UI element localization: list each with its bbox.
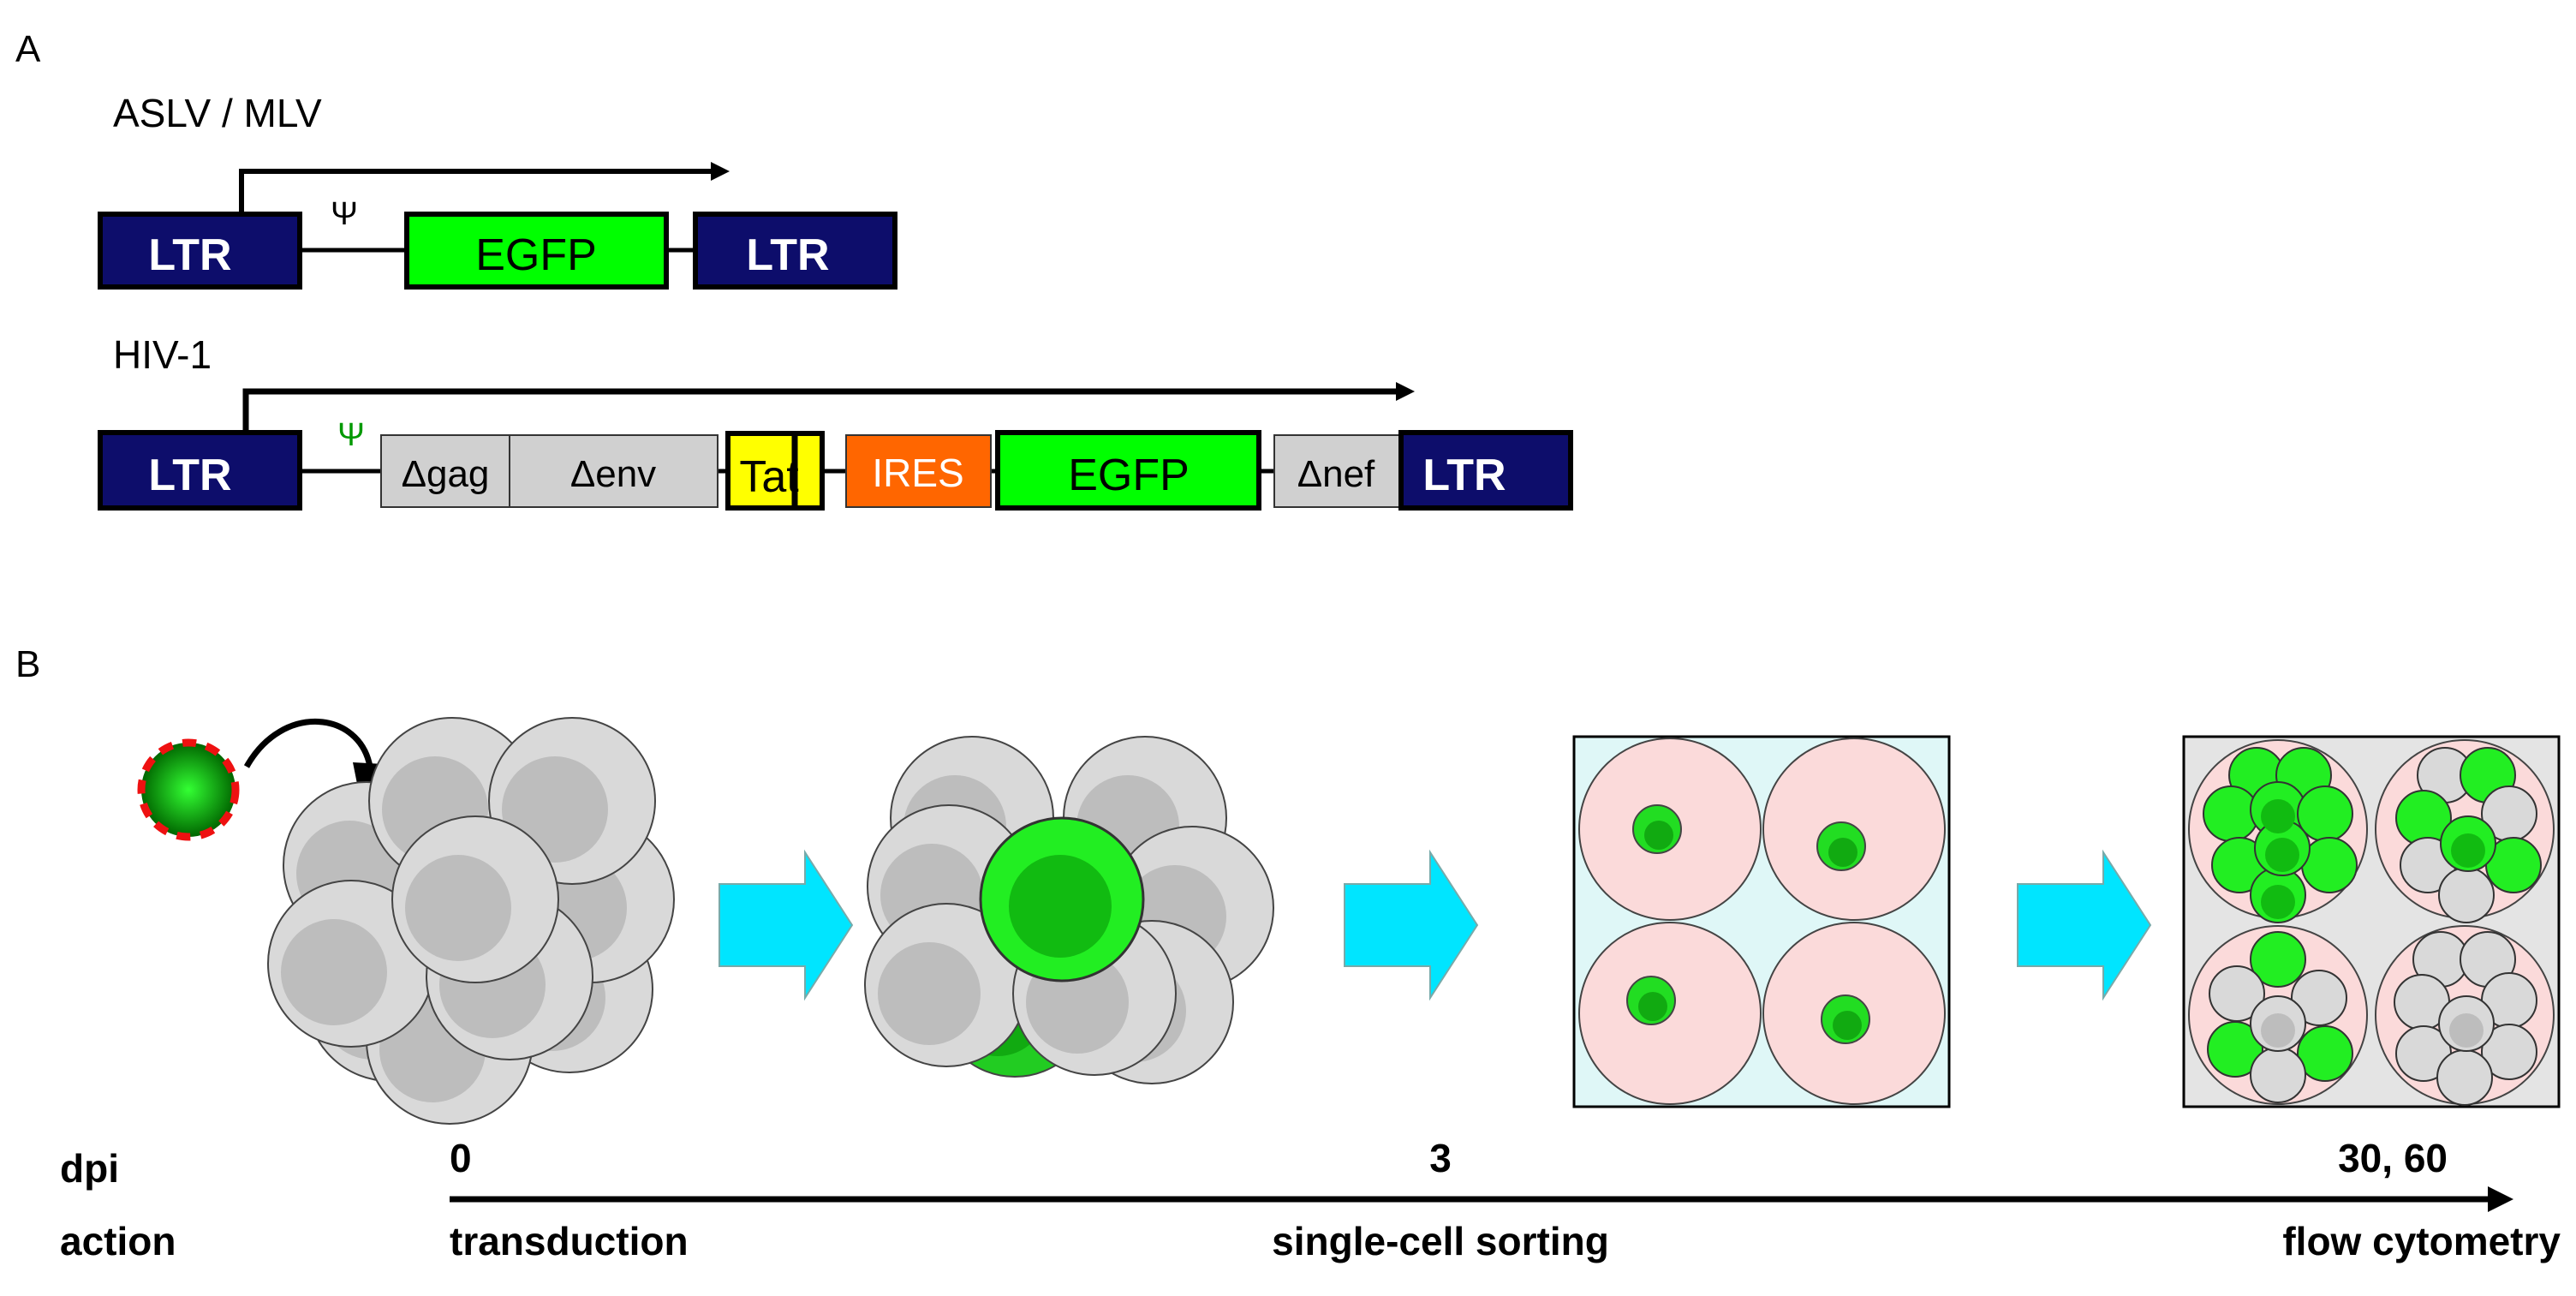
egfp-label: EGFP	[475, 230, 597, 280]
action-flow-cytometry: flow cytometry	[2282, 1219, 2561, 1263]
gag-box	[380, 434, 510, 508]
virus-icon	[137, 738, 240, 841]
dpi-value-30-60: 30, 60	[2338, 1136, 2448, 1180]
cell	[391, 815, 559, 983]
infection-arrow	[243, 719, 373, 768]
timeline-arrowhead	[2488, 1186, 2513, 1212]
panel-b-label: B	[15, 643, 40, 685]
env-box	[509, 434, 719, 508]
ltr-right-label: LTR	[746, 230, 829, 280]
dpi-value-0: 0	[450, 1136, 472, 1180]
construct-hiv1-title: HIV-1	[113, 332, 212, 377]
ltr-left-label: LTR	[148, 230, 231, 280]
well-clone-green	[2188, 739, 2368, 923]
action-single-cell-sorting: single-cell sorting	[1272, 1219, 1609, 1263]
nef-label: Δnef	[1297, 453, 1375, 495]
well-clone-grey	[2375, 925, 2555, 1106]
ltr-left-box	[98, 430, 302, 511]
egfp-box	[404, 212, 669, 290]
ltr-left-label: LTR	[148, 451, 231, 500]
well-clone-mixed	[2188, 925, 2368, 1105]
transcript-arrow-hiv1	[242, 388, 1404, 433]
well-single-cell	[1762, 738, 1946, 921]
construct-hiv1: HIV-1 Ψ LTR Δgag Δenv Tat IRES EGFP Δnef…	[98, 332, 1573, 511]
cell	[267, 880, 435, 1048]
tat-box	[725, 431, 825, 511]
construct-aslv-mlv-title: ASLV / MLV	[113, 91, 322, 135]
tat-label: Tat	[739, 452, 799, 502]
cell-cluster-untransduced	[267, 717, 675, 1125]
ltr-right-label: LTR	[1422, 451, 1506, 500]
action-label: action	[60, 1219, 176, 1263]
psi-symbol: Ψ	[331, 196, 358, 232]
env-label: Δenv	[570, 453, 656, 495]
dpi-label: dpi	[60, 1146, 119, 1191]
process-arrow	[719, 849, 854, 1001]
action-transduction: transduction	[450, 1219, 689, 1263]
egfp-box	[995, 430, 1261, 511]
ltr-right-box	[693, 212, 897, 290]
construct-aslv-mlv: ASLV / MLV Ψ LTR EGFP LTR	[98, 91, 897, 290]
transcript-arrowhead-hiv1	[1396, 382, 1415, 401]
egfp-label: EGFP	[1068, 451, 1190, 500]
transcript-arrowhead-aslv	[711, 162, 730, 181]
well-single-cell	[1578, 738, 1762, 921]
ltr-right-box	[1398, 430, 1573, 511]
well-single-cell	[1762, 922, 1946, 1105]
psi-symbol: Ψ	[337, 417, 365, 453]
cell-transduced	[979, 816, 1145, 982]
dpi-value-3: 3	[1429, 1136, 1452, 1180]
process-arrow	[2017, 849, 2152, 1001]
cell-cluster-transduced	[864, 736, 1274, 1084]
panel-a-label: A	[15, 28, 41, 70]
timeline: dpi action 0 3 30, 60 transduction singl…	[60, 1136, 2561, 1263]
transcript-arrow-aslv	[239, 169, 719, 214]
process-arrow	[1344, 849, 1479, 1001]
ltr-left-box	[98, 212, 302, 290]
ires-label: IRES	[872, 451, 963, 495]
gag-label: Δgag	[402, 453, 490, 495]
sorting-plate	[1572, 735, 1951, 1108]
ires-box	[845, 434, 992, 508]
clonal-plate	[2182, 735, 2561, 1108]
virus-particle	[137, 738, 240, 841]
well-single-cell	[1578, 922, 1762, 1105]
cell	[864, 903, 1029, 1067]
well-clone-mixed	[2375, 739, 2555, 923]
